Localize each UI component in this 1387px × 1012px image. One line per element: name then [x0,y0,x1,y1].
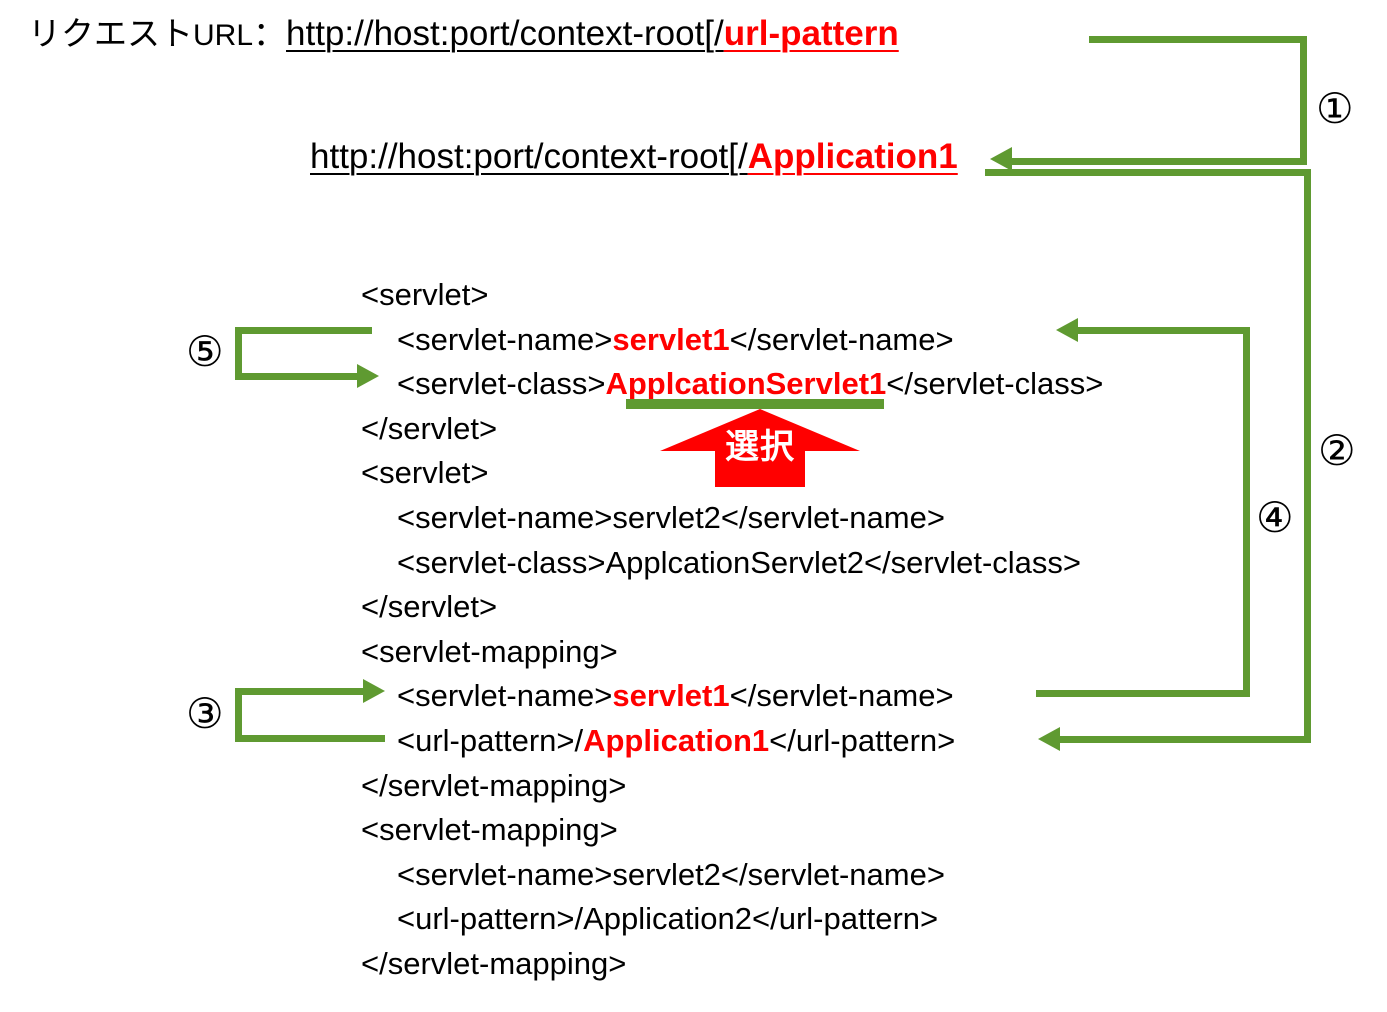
xml-line-tail: </url-pattern> [769,722,956,758]
xml-line-text: <url-pattern>/ [397,722,584,758]
xml-line: </servlet> [361,407,1103,452]
connector-3-top-segment [235,688,363,695]
xml-line-text: <servlet-name> [397,678,613,714]
xml-line: <servlet-mapping> [361,630,1103,675]
request-url-label-jp: リクエスト [28,14,193,53]
connector-4-arrowhead [1056,318,1078,342]
step-marker-5: ⑤ [186,327,224,376]
xml-line-text: <servlet-name> [397,321,613,357]
xml-line-highlight: Application1 [583,722,770,758]
connector-3-arrowhead [363,679,385,703]
xml-line: </servlet-mapping> [361,764,1103,809]
connector-5-vertical-segment [235,327,242,380]
xml-line-text: <servlet-name>servlet2</servlet-name> [397,856,945,892]
connector-3-bottom-segment [235,735,385,742]
connector-5-arrowhead [357,364,379,388]
xml-line-text: <servlet-name>servlet2</servlet-name> [397,499,945,535]
xml-line-text: <servlet-class>ApplcationServlet2</servl… [397,544,1082,580]
connector-1-top-segment [1089,36,1307,43]
xml-line-text: </servlet> [361,589,498,625]
xml-line-text: <servlet> [361,455,489,491]
step-marker-3: ③ [186,689,224,738]
selection-arrow-icon [660,409,860,487]
connector-1-bottom-segment [1012,158,1307,165]
xml-line: <servlet> [361,451,1103,496]
xml-line-text: </servlet> [361,410,498,446]
xml-line: <servlet-name>servlet1</servlet-name> [361,318,1103,363]
xml-line-text: <servlet> [361,277,489,312]
xml-line: <servlet-class>ApplcationServlet2</servl… [361,541,1103,586]
connector-4-bottom-segment [1036,690,1250,697]
xml-line: </servlet> [361,585,1103,630]
web-xml-code-block: <servlet> <servlet-name>servlet1</servle… [361,273,1103,987]
resolved-url-pattern: Application1 [747,137,958,176]
xml-line: <servlet-class>ApplcationServlet1</servl… [361,362,1103,407]
xml-line-tail: </servlet-name> [729,678,954,714]
step-marker-4: ④ [1256,493,1294,542]
connector-2-vertical-segment [1304,169,1311,743]
xml-line-text: </servlet-mapping> [361,945,627,981]
xml-line-text: <url-pattern>/Application2</url-pattern> [397,901,939,937]
xml-line-highlight: ApplcationServlet1 [605,366,887,402]
connector-5-top-segment [235,327,372,334]
xml-line: <servlet-mapping> [361,808,1103,853]
step-marker-1: ① [1316,84,1354,133]
connector-2-bottom-segment [1060,736,1311,743]
selection-arrow-stem [715,450,805,487]
selection-arrow-head [660,409,860,451]
xml-line-tail: </servlet-class> [886,366,1104,402]
resolved-url-line: http://host:port/context-root[/Applicati… [310,139,958,174]
selection-arrow-label: 選択 [725,427,795,467]
request-url-colon: ： [253,14,287,53]
xml-line: <servlet-name>servlet2</servlet-name> [361,496,1103,541]
connector-2-top-segment [985,169,1311,176]
connector-1-arrowhead [990,147,1012,171]
xml-line: <url-pattern>/Application1</url-pattern> [361,719,1103,764]
request-url-pattern: url-pattern [723,14,899,53]
xml-line-tail: </servlet-name> [729,321,954,357]
xml-line-text: <servlet-mapping> [361,633,618,669]
connector-5-bottom-segment [235,373,357,380]
request-url-base: http://host:port/context-root[/ [286,14,724,53]
xml-line: </servlet-mapping> [361,942,1103,987]
xml-line-text: </servlet-mapping> [361,767,627,803]
xml-line-highlight: servlet1 [612,678,730,714]
xml-line: <servlet> [361,273,1103,318]
xml-line: <url-pattern>/Application2</url-pattern> [361,897,1103,942]
step-marker-2: ② [1318,426,1356,475]
connector-4-vertical-segment [1243,327,1250,697]
xml-line-text: <servlet-mapping> [361,812,618,848]
connector-1-vertical-segment [1300,36,1307,161]
xml-line-text: <servlet-class> [397,366,606,402]
connector-4-top-segment [1078,327,1250,334]
xml-line-highlight: servlet1 [612,321,730,357]
request-url-label-ascii: URL [193,19,254,52]
connector-2-arrowhead [1038,727,1060,751]
selection-underline [626,399,884,409]
connector-3-vertical-segment [235,688,242,742]
request-url-line: リクエストURL：http://host:port/context-root[/… [28,16,899,51]
xml-line: <servlet-name>servlet1</servlet-name> [361,674,1103,719]
xml-line: <servlet-name>servlet2</servlet-name> [361,853,1103,898]
resolved-url-base: http://host:port/context-root[/ [310,137,748,176]
